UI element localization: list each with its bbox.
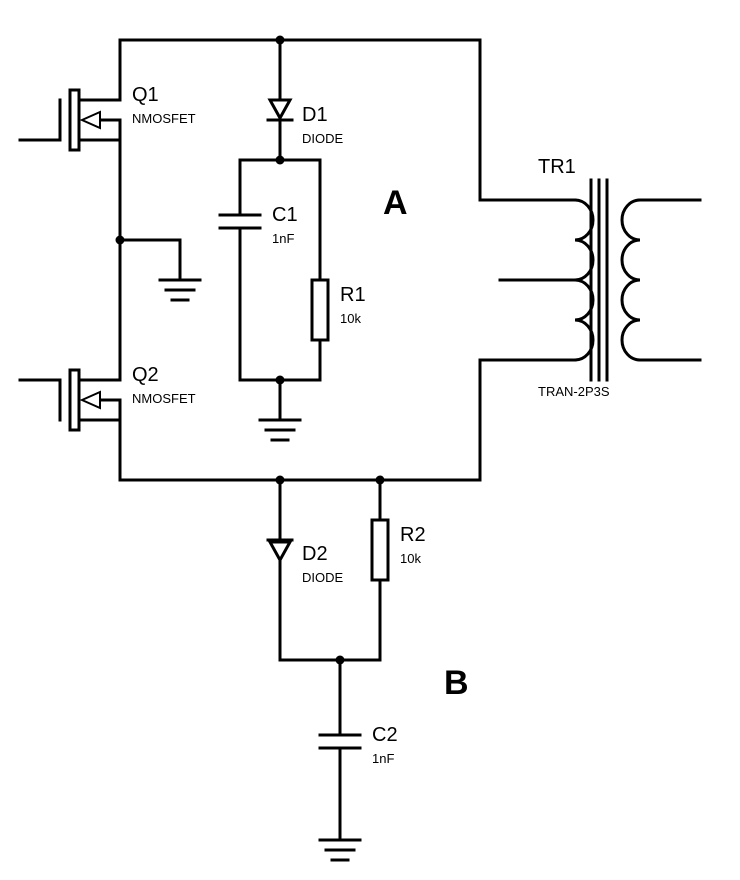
c2-ref-label: C2 — [372, 724, 398, 746]
ground-symbol-c2 — [318, 838, 362, 862]
ground-symbol-c1 — [258, 418, 302, 442]
resistor-r1 — [310, 278, 330, 342]
region-a-label: A — [383, 184, 408, 222]
r2-value-label: 10k — [400, 551, 421, 566]
c1-ref-label: C1 — [272, 204, 298, 226]
tr1-ref-label: TR1 — [538, 156, 576, 178]
resistor-r2 — [370, 518, 390, 582]
capacitor-c2 — [318, 733, 362, 750]
d2-ref-label: D2 — [302, 543, 328, 565]
q2-ref-label: Q2 — [132, 364, 159, 386]
junction-dots — [115, 35, 385, 665]
capacitor-c1 — [218, 213, 262, 230]
mosfet-q2 — [18, 368, 122, 432]
rc-network-b-wire — [278, 478, 382, 842]
r1-ref-label: R1 — [340, 284, 366, 306]
mid-ground-wire — [118, 238, 182, 282]
c1-value-label: 1nF — [272, 231, 294, 246]
diode-d1 — [266, 38, 294, 162]
top-rail-wire — [118, 38, 577, 202]
d1-ref-label: D1 — [302, 104, 328, 126]
d1-value-label: DIODE — [302, 131, 344, 146]
q1-ref-label: Q1 — [132, 84, 159, 106]
d2-value-label: DIODE — [302, 570, 344, 585]
diode-d2 — [266, 538, 294, 564]
q1-value-label: NMOSFET — [132, 111, 196, 126]
r2-ref-label: R2 — [400, 524, 426, 546]
bottom-rail-wire — [118, 358, 577, 482]
ground-symbol-mid — [158, 278, 202, 302]
tr1-value-label: TRAN-2P3S — [538, 384, 610, 399]
q2-value-label: NMOSFET — [132, 391, 196, 406]
mosfet-q1 — [18, 88, 122, 152]
r1-value-label: 10k — [340, 311, 361, 326]
c2-value-label: 1nF — [372, 751, 394, 766]
transformer-tr1 — [498, 178, 702, 382]
region-b-label: B — [444, 664, 469, 702]
